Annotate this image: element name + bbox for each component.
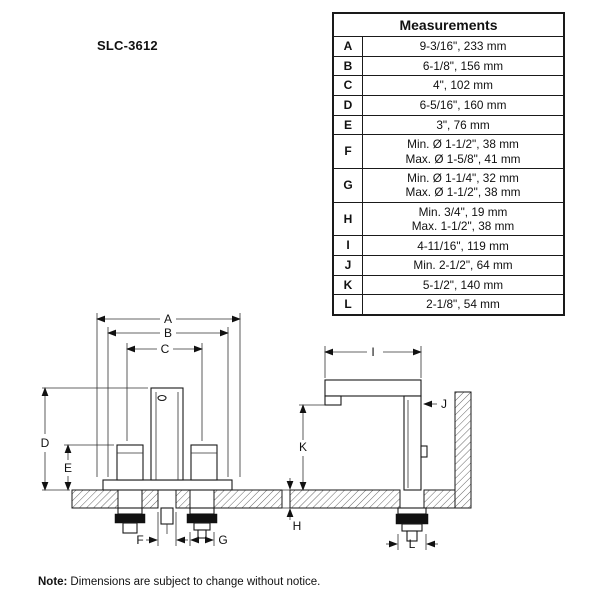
measurement-row: G Min. Ø 1-1/4", 32 mm Max. Ø 1-1/2", 38…	[332, 167, 565, 203]
dim-value: Min. Ø 1-1/4", 32 mm Max. Ø 1-1/2", 38 m…	[362, 167, 565, 203]
dim-label-d: D	[41, 436, 50, 450]
dim-value: 2-1/8", 54 mm	[362, 294, 565, 316]
dim-value-line: Min. Ø 1-1/2", 38 mm	[407, 137, 519, 152]
table-title: Measurements	[332, 12, 565, 37]
dim-value-line: Max. Ø 1-5/8", 41 mm	[405, 151, 521, 166]
side-view-drawing: I J	[289, 345, 472, 551]
table-header-row: Measurements	[332, 12, 565, 37]
counter-deck-side	[289, 489, 456, 509]
measurement-row: J Min. 2-1/2", 64 mm	[332, 255, 565, 276]
dim-value: Min. Ø 1-1/2", 38 mm Max. Ø 1-5/8", 41 m…	[362, 134, 565, 169]
counter-deck-front	[71, 489, 283, 509]
measurement-row: B 6-1/8", 156 mm	[332, 55, 565, 77]
dim-label-j: J	[441, 397, 447, 411]
measurements-table: Measurements A 9-3/16", 233 mm B 6-1/8",…	[332, 12, 565, 316]
footnote-text: Dimensions are subject to change without…	[70, 576, 321, 588]
footnote-label: Note:	[38, 576, 68, 588]
faucet-front-body	[102, 387, 233, 491]
wall-section	[454, 391, 472, 509]
front-extension-lines	[96, 313, 241, 477]
dim-label-l: L	[409, 537, 416, 551]
front-view-drawing: A B C D E	[41, 312, 302, 547]
dim-label-a: A	[164, 312, 172, 326]
dim-label-i: I	[371, 345, 374, 359]
dim-value-line: Min. Ø 1-1/4", 32 mm	[407, 170, 519, 185]
dim-value-line: Max. 1-1/2", 38 mm	[411, 219, 515, 234]
measurement-row: F Min. Ø 1-1/2", 38 mm Max. Ø 1-5/8", 41…	[332, 134, 565, 169]
dim-letter: F	[332, 134, 363, 169]
dim-label-k: K	[299, 440, 307, 454]
measurement-row: H Min. 3/4", 19 mm Max. 1-1/2", 38 mm	[332, 201, 565, 237]
dim-label-b: B	[164, 326, 172, 340]
dim-label-e: E	[64, 461, 72, 475]
dim-value: 4-11/16", 119 mm	[362, 235, 565, 257]
dim-letter: H	[332, 201, 363, 237]
dim-label-g: G	[218, 533, 227, 547]
under-deck-hardware-front	[114, 507, 218, 539]
dim-value-line: Min. 3/4", 19 mm	[418, 204, 508, 219]
model-number: SLC-3612	[97, 38, 158, 53]
dim-label-f: F	[136, 533, 143, 547]
faucet-side-body	[324, 379, 428, 491]
dim-label-c: C	[161, 342, 170, 356]
measurement-row: I 4-11/16", 119 mm	[332, 235, 565, 257]
footnote: Note:Dimensions are subject to change wi…	[38, 576, 320, 588]
dim-value: Min. 3/4", 19 mm Max. 1-1/2", 38 mm	[362, 201, 565, 237]
measurement-row: L 2-1/8", 54 mm	[332, 294, 565, 316]
under-deck-hardware-side	[395, 507, 429, 542]
dim-label-h: H	[293, 519, 302, 533]
measurement-row: K 5-1/2", 140 mm	[332, 274, 565, 296]
dim-value: Min. 2-1/2", 64 mm	[362, 255, 565, 276]
dim-value-line: Max. Ø 1-1/2", 38 mm	[405, 185, 521, 200]
dim-value: 5-1/2", 140 mm	[362, 274, 565, 296]
